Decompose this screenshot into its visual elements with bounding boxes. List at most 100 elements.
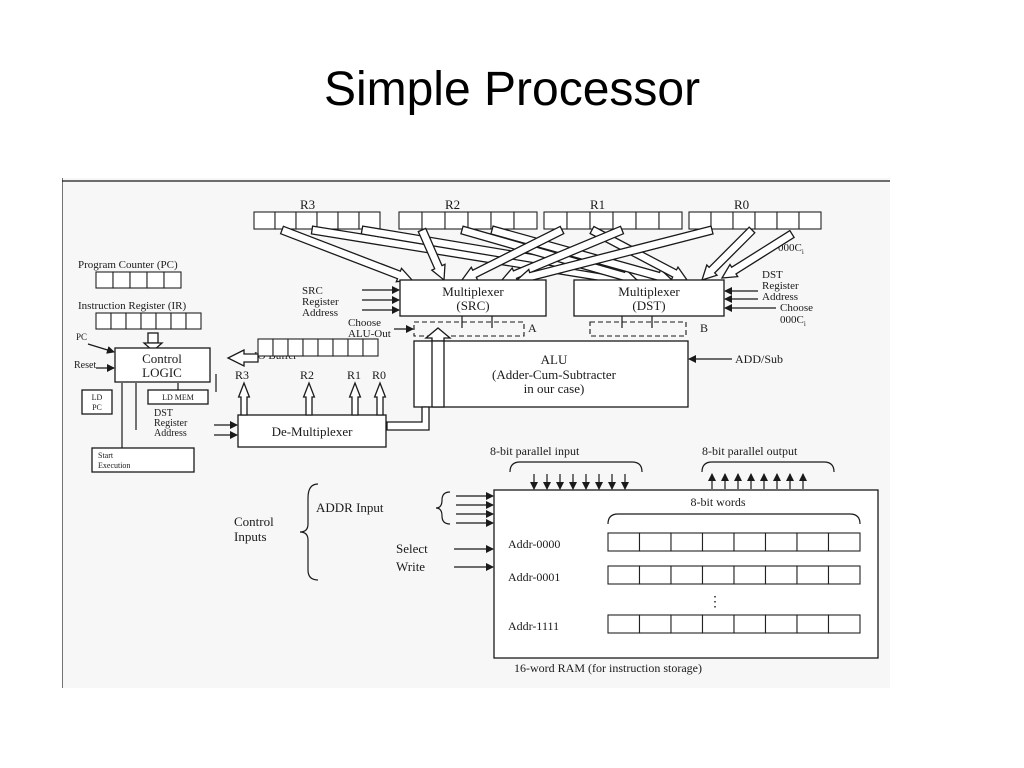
alu-input-a-label: A (528, 321, 537, 335)
instruction-register: Instruction Register (IR) (78, 300, 202, 330)
demux-out-r1: R1 (347, 368, 361, 382)
addr-input-arrows (456, 492, 494, 527)
data-path-arrow (348, 381, 362, 416)
io-cell (362, 338, 379, 357)
ir-cell (95, 312, 112, 330)
svg-text:(SRC): (SRC) (456, 298, 489, 313)
pc-cell (129, 271, 148, 289)
parallel-input-label: 8-bit parallel input (490, 444, 580, 458)
ram-cell (638, 532, 672, 552)
data-path-arrow (720, 229, 795, 279)
svg-text:Address: Address (302, 307, 338, 319)
io-cell (347, 338, 364, 357)
data-path-arrow (237, 381, 251, 416)
multiplexer-src-box (399, 279, 547, 317)
svg-text:Choose: Choose (780, 302, 813, 314)
control-inputs-label-1: Control (234, 514, 274, 529)
ram-cell (670, 565, 704, 585)
svg-text:PC: PC (92, 403, 102, 412)
ram-cell (796, 614, 830, 634)
ram-cell (701, 565, 735, 585)
io-buffer-to-control-arrow (226, 348, 259, 368)
register-r3: R3 (253, 197, 381, 230)
io-cell (317, 338, 334, 357)
row-addr-1111: Addr-1111 (508, 619, 559, 633)
program-counter: Program Counter (PC) (78, 259, 182, 289)
write-label: Write (396, 559, 425, 574)
control-logic-label-1: Control (142, 351, 182, 366)
program-counter-label: Program Counter (PC) (78, 259, 178, 271)
svg-text:Register: Register (302, 296, 339, 308)
alu-label-1: ALU (541, 352, 568, 367)
ir-cell (125, 312, 142, 330)
demultiplexer-label: De-Multiplexer (272, 424, 354, 439)
ram-cell (607, 532, 641, 552)
alu-to-demux-path (386, 406, 430, 431)
data-path-arrow (302, 381, 316, 416)
io-cell (287, 338, 304, 357)
slide-title: Simple Processor (323, 63, 701, 116)
demultiplexer-box (237, 414, 387, 448)
svg-text:LD: LD (92, 393, 103, 402)
svg-text:Register: Register (154, 418, 188, 429)
ram-cell (827, 532, 861, 552)
rows-ellipsis: ⋮ (708, 595, 722, 610)
r1-cell (612, 211, 637, 230)
ram-cell (827, 565, 861, 585)
r0-cell (732, 211, 756, 230)
ram-cell (670, 614, 704, 634)
register-r2-label: R2 (445, 197, 460, 212)
register-r0: R0 000Ci (688, 197, 822, 256)
ram-cell (764, 614, 798, 634)
pc-cell (112, 271, 131, 289)
ram-cell (796, 565, 830, 585)
register-r2: R2 (398, 197, 538, 230)
register-r0-sub: 000Ci (778, 242, 804, 256)
ir-cell (110, 312, 127, 330)
ir-cell (140, 312, 157, 330)
demux-out-r3: R3 (235, 368, 249, 382)
multiplexer-dst-box (573, 279, 725, 317)
data-path-arrow (700, 226, 756, 282)
r3-cell (253, 211, 276, 230)
alu-label-3: in our case) (524, 381, 585, 396)
io-cell (302, 338, 319, 357)
mux-dst-output-bus (589, 321, 687, 337)
svg-text:DST: DST (154, 408, 173, 419)
control-inputs-label-2: Inputs (234, 529, 267, 544)
data-path-arrow (373, 381, 387, 416)
ram-caption: 16-word RAM (for instruction storage) (514, 661, 702, 675)
svg-text:Multiplexer: Multiplexer (442, 284, 504, 299)
r3-cell (316, 211, 339, 230)
ram-cell (764, 565, 798, 585)
ram-word-0000 (607, 532, 861, 552)
ram-cell (607, 614, 641, 634)
alu-input-b-label: B (700, 321, 708, 335)
register-to-mux-arrows (279, 225, 795, 286)
control-pc-input-label: PC (76, 332, 87, 342)
demux-out-r0: R0 (372, 368, 386, 382)
r3-cell (337, 211, 360, 230)
register-r1-label: R1 (590, 197, 605, 212)
ram-word-0001 (607, 565, 861, 585)
io-cell (332, 338, 349, 357)
svg-text:(DST): (DST) (632, 298, 665, 313)
ram-word-1111 (607, 614, 861, 634)
ram-cell (733, 565, 767, 585)
alu-feedback-arrow (424, 327, 452, 342)
alu-box (413, 340, 689, 408)
ram-cell (796, 532, 830, 552)
svg-text:Start: Start (98, 451, 114, 460)
ram-cell (733, 614, 767, 634)
svg-text:Address: Address (154, 428, 187, 439)
alu-label-2: (Adder-Cum-Subtracter (492, 367, 617, 382)
ram-cell (827, 614, 861, 634)
demux-out-r2: R2 (300, 368, 314, 382)
r0-cell (710, 211, 734, 230)
r2-cell (398, 211, 423, 230)
dst-choose-sub: 000Ci (780, 314, 806, 328)
r1-cell (543, 211, 568, 230)
pc-cell (146, 271, 165, 289)
row-addr-0000: Addr-0000 (508, 537, 560, 551)
control-logic-box (114, 347, 211, 383)
